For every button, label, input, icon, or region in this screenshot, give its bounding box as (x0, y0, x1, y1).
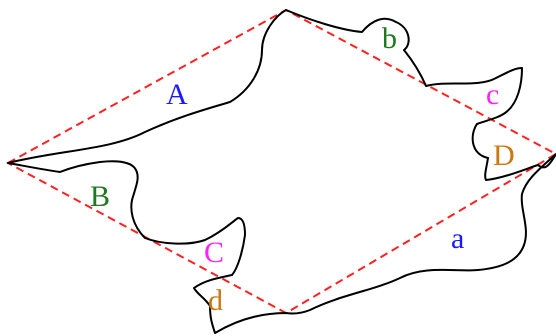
label-B: B (90, 180, 110, 213)
label-A: A (166, 78, 188, 111)
tile-outline (7, 9, 556, 334)
label-D: D (493, 139, 515, 172)
dashed-rhombus (5, 8, 556, 315)
label-C: C (204, 236, 224, 269)
label-b: b (382, 22, 397, 55)
label-d: d (208, 284, 223, 317)
label-a: a (451, 222, 464, 255)
label-c: c (486, 78, 499, 111)
